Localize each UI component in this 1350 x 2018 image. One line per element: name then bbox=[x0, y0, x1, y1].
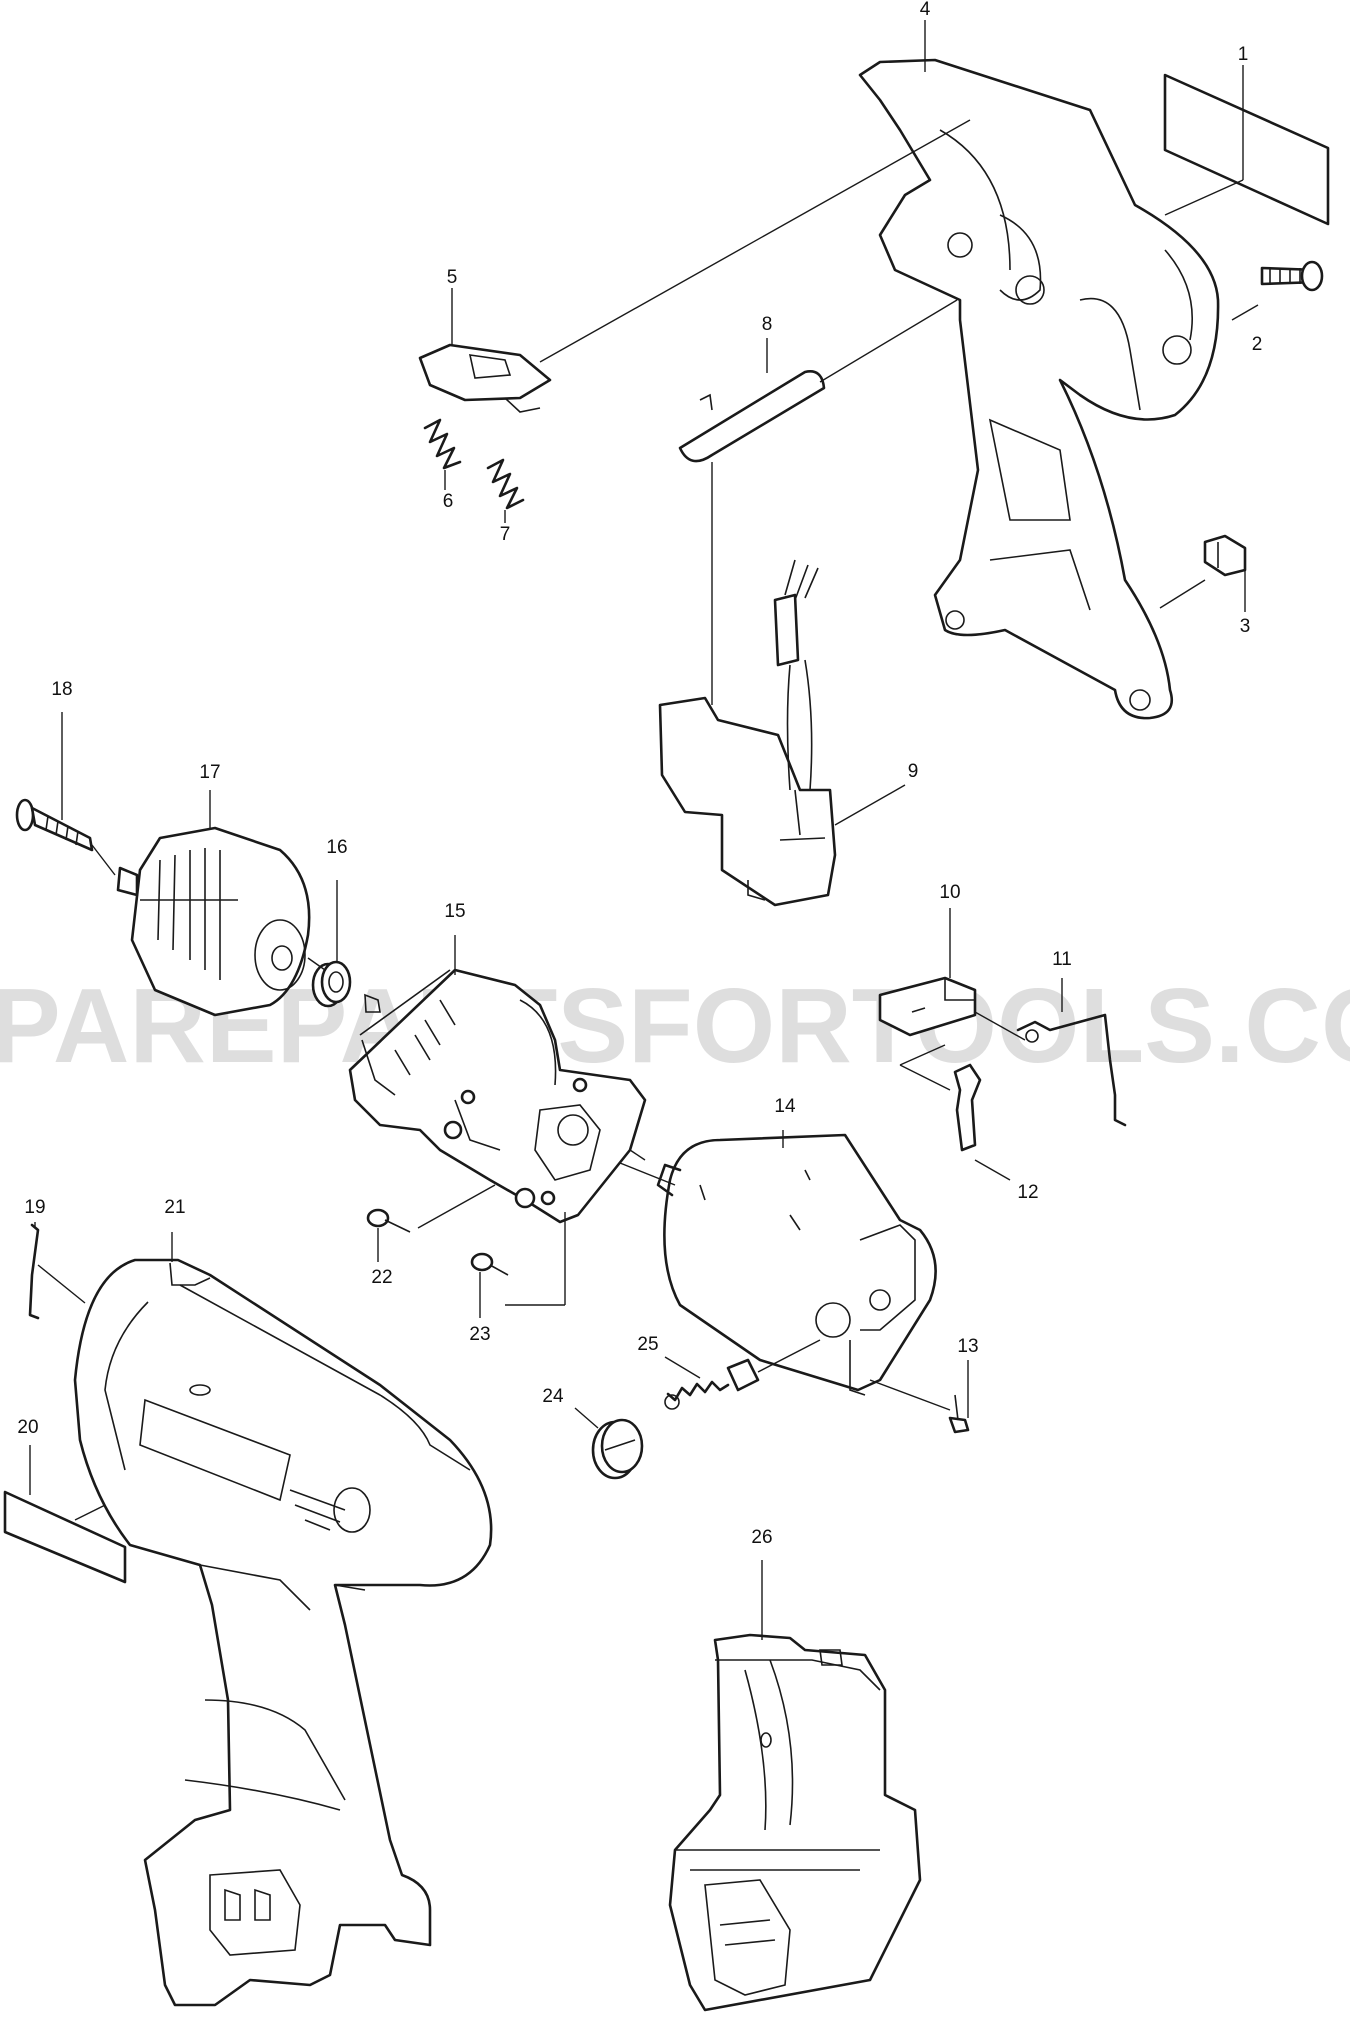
part-20-label bbox=[3, 1490, 127, 1584]
part-1-label-plate bbox=[1163, 73, 1330, 226]
part-16-ring bbox=[311, 960, 352, 1008]
callout-23: 23 bbox=[469, 1324, 490, 1345]
callout-18: 18 bbox=[51, 679, 72, 700]
part-7-spring bbox=[486, 458, 525, 510]
callout-9: 9 bbox=[908, 761, 919, 782]
callout-7: 7 bbox=[500, 524, 511, 545]
part-17-chuck bbox=[116, 826, 311, 1017]
callout-26: 26 bbox=[751, 1527, 772, 1548]
callout-15: 15 bbox=[444, 901, 465, 922]
part-5-lever bbox=[418, 343, 552, 413]
callout-4: 4 bbox=[920, 0, 931, 20]
part-21-housing bbox=[73, 1258, 493, 2007]
part-10-brush-holder bbox=[878, 976, 977, 1037]
callout-3: 3 bbox=[1240, 616, 1251, 637]
callout-24: 24 bbox=[542, 1386, 564, 1407]
part-24-brush-cap bbox=[591, 1418, 644, 1480]
callout-12: 12 bbox=[1017, 1182, 1038, 1203]
callout-19: 19 bbox=[24, 1197, 45, 1218]
part-14-motor bbox=[656, 1133, 937, 1396]
part-19-clip bbox=[28, 1223, 40, 1320]
part-9-switch bbox=[658, 559, 837, 907]
part-18-screw bbox=[15, 798, 94, 852]
part-23-screw bbox=[470, 1252, 509, 1276]
callout-16: 16 bbox=[326, 837, 347, 858]
part-13-screw bbox=[948, 1394, 970, 1434]
part-2-screw bbox=[1260, 260, 1324, 292]
callout-10: 10 bbox=[939, 882, 960, 903]
callout-11: 11 bbox=[1052, 949, 1072, 970]
part-4-housing-half bbox=[858, 58, 1220, 720]
callout-1: 1 bbox=[1238, 44, 1249, 65]
callout-13: 13 bbox=[957, 1336, 978, 1357]
part-25-brush bbox=[664, 1358, 760, 1410]
callout-22: 22 bbox=[371, 1267, 392, 1288]
callout-2: 2 bbox=[1252, 334, 1263, 355]
callout-25: 25 bbox=[637, 1334, 658, 1355]
callout-5: 5 bbox=[447, 267, 458, 288]
callout-14: 14 bbox=[774, 1096, 796, 1117]
callout-8: 8 bbox=[762, 314, 773, 335]
callout-21: 21 bbox=[164, 1197, 185, 1218]
part-11-terminal bbox=[1016, 1013, 1127, 1127]
callout-17: 17 bbox=[199, 762, 220, 783]
part-12-terminal bbox=[953, 1063, 982, 1152]
part-15-gear-assembly bbox=[348, 968, 647, 1224]
callout-20: 20 bbox=[17, 1417, 38, 1438]
part-3-clip bbox=[1203, 534, 1247, 577]
callout-6: 6 bbox=[443, 491, 454, 512]
part-8-switch-button bbox=[678, 370, 826, 463]
part-26-battery bbox=[668, 1633, 922, 2012]
part-6-spring bbox=[423, 418, 462, 470]
part-22-screw bbox=[366, 1208, 411, 1233]
